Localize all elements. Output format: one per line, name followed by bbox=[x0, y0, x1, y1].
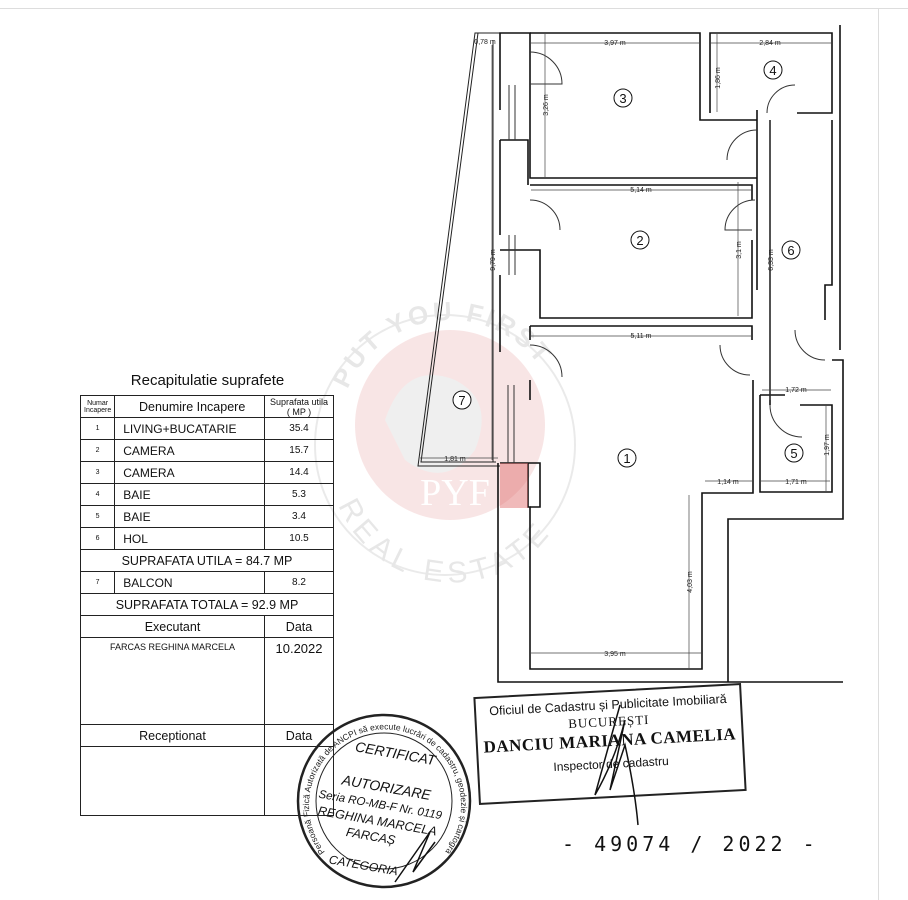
row-area: 35.4 bbox=[264, 417, 334, 440]
header-area: Suprafata utila ( MP ) bbox=[264, 395, 334, 418]
dim-room5-width: 1,71 m bbox=[785, 479, 807, 486]
scan-edge-top bbox=[0, 8, 908, 9]
recap-title: Recapitulatie suprafete bbox=[130, 372, 285, 389]
date-label: Data bbox=[264, 615, 334, 638]
dim-room3-height: 3,26 m bbox=[543, 94, 550, 116]
svg-text:5: 5 bbox=[790, 446, 797, 461]
executant-name: FARCAS REGHINA MARCELA bbox=[80, 637, 265, 725]
svg-text:3: 3 bbox=[619, 91, 626, 106]
grand-total-row: SUPRAFATA TOTALA = 92.9 MP bbox=[80, 593, 334, 616]
row-name: LIVING+BUCATARIE bbox=[114, 417, 265, 440]
dim-hall-width: 1,72 m bbox=[785, 387, 807, 394]
row-area: 15.7 bbox=[264, 439, 334, 462]
header-name: Denumire Incapere bbox=[114, 395, 265, 418]
row-number: 5 bbox=[79, 505, 116, 528]
row-name: BAIE bbox=[114, 505, 265, 528]
dim-room1-height: 4,03 m bbox=[687, 571, 694, 593]
room-label-6: 6 bbox=[781, 240, 801, 260]
signature bbox=[394, 831, 436, 883]
dim-room1-top-width: 5,11 m bbox=[631, 333, 652, 340]
wall-highlight bbox=[500, 463, 528, 508]
useful-total: SUPRAFATA UTILA = 84.7 MP bbox=[80, 549, 334, 572]
row-number: 2 bbox=[79, 439, 116, 462]
row-area: 8.2 bbox=[264, 571, 334, 594]
row-name: BAIE bbox=[114, 483, 265, 506]
inspector-signature bbox=[594, 704, 639, 826]
room-label-4: 4 bbox=[763, 60, 783, 80]
scan-edge-right bbox=[878, 8, 879, 900]
table-header: Numar Incapere Denumire Incapere Suprafa… bbox=[79, 395, 334, 418]
receptionat-label: Receptionat bbox=[80, 724, 265, 747]
row-number: 1 bbox=[79, 417, 116, 440]
executant-label: Executant bbox=[80, 615, 265, 638]
svg-text:2: 2 bbox=[636, 233, 643, 248]
svg-text:1: 1 bbox=[623, 451, 630, 466]
room-label-5: 5 bbox=[784, 443, 804, 463]
watermark-logo-text: PYF bbox=[420, 472, 490, 514]
grand-total: SUPRAFATA TOTALA = 92.9 MP bbox=[80, 593, 334, 616]
executant-date: 10.2022 bbox=[264, 637, 334, 725]
row-number: 3 bbox=[79, 461, 116, 484]
dim-room4-width: 2,84 m bbox=[759, 40, 781, 47]
walls bbox=[497, 25, 844, 683]
useful-total-row: SUPRAFATA UTILA = 84.7 MP bbox=[80, 549, 334, 572]
room-label-2: 2 bbox=[630, 230, 650, 250]
dim-balcony-top: 0,78 m bbox=[474, 39, 496, 46]
row-name: CAMERA bbox=[114, 439, 265, 462]
row-area: 5.3 bbox=[264, 483, 334, 506]
room-label-7: 7 bbox=[452, 390, 472, 410]
svg-text:6: 6 bbox=[787, 243, 794, 258]
area-summary-table: Numar Incapere Denumire Incapere Suprafa… bbox=[79, 395, 334, 816]
row-area: 10.5 bbox=[264, 527, 334, 550]
dimension-lines bbox=[420, 34, 831, 668]
receptionat-cell bbox=[80, 746, 265, 816]
dim-room1-step: 1,14 m bbox=[717, 479, 739, 486]
row-name: HOL bbox=[114, 527, 265, 550]
dim-balcony-width: 1,81 m bbox=[444, 456, 466, 463]
dim-room2-width: 5,14 m bbox=[630, 187, 652, 194]
room-label-3: 3 bbox=[613, 88, 633, 108]
dim-room3-width: 3,97 m bbox=[604, 40, 626, 47]
dim-room2-height: 3,1 m bbox=[736, 241, 743, 259]
registration-number: - 49074 / 2022 - bbox=[562, 832, 819, 856]
row-name: CAMERA bbox=[114, 461, 265, 484]
balcony-outline bbox=[417, 32, 500, 467]
svg-text:4: 4 bbox=[769, 63, 776, 78]
receptionat-row bbox=[80, 746, 334, 816]
svg-text:7: 7 bbox=[458, 393, 465, 408]
door-swings bbox=[529, 51, 826, 438]
header-number: Numar Incapere bbox=[79, 395, 116, 418]
row-area: 14.4 bbox=[264, 461, 334, 484]
row-number: 4 bbox=[79, 483, 116, 506]
dim-hall-length: 6,33 m bbox=[768, 249, 775, 271]
dim-room4-height: 1,86 m bbox=[715, 67, 722, 89]
row-number: 6 bbox=[79, 527, 116, 550]
dim-room1-bottom-width: 3,95 m bbox=[604, 651, 626, 658]
row-number: 7 bbox=[79, 571, 116, 594]
room-label-1: 1 bbox=[617, 448, 637, 468]
row-name: BALCON bbox=[114, 571, 265, 594]
row-area: 3.4 bbox=[264, 505, 334, 528]
certificate-stamp: Persoană Fizică Autorizată de ANCPI să e… bbox=[295, 712, 472, 889]
dim-balcony-length: 9,79 m bbox=[490, 249, 497, 271]
dim-room5-height: 1,97 m bbox=[824, 434, 831, 456]
windows bbox=[507, 85, 516, 463]
watermark-logo: PUT YOU FIRST PYF REAL ESTATE bbox=[314, 296, 576, 590]
